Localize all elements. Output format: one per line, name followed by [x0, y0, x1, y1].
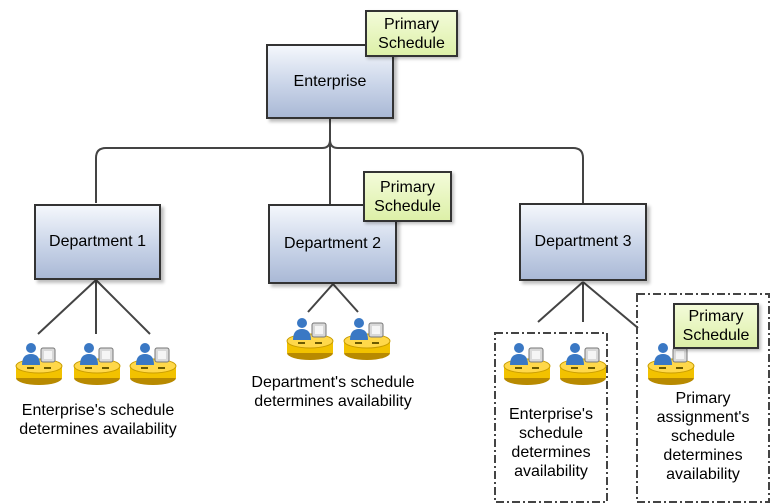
- enterprise-label: Enterprise: [293, 72, 367, 90]
- dept3-primary-caption: Primary assignment's schedule determines…: [656, 390, 750, 483]
- worker-icon: [72, 338, 122, 386]
- dept2-caption: Department's schedule determines availab…: [251, 374, 415, 410]
- tag-label: Primary Schedule: [374, 178, 441, 215]
- connector-dept2-workers: [307, 283, 359, 313]
- dept3-group-border: [494, 332, 608, 503]
- department-2-primary-schedule-tag: Primary Schedule: [363, 171, 452, 222]
- tag-label: Primary Schedule: [682, 308, 750, 344]
- worker-icon: [558, 338, 608, 386]
- dept3-group-caption: Enterprise's schedule determines availab…: [509, 406, 593, 480]
- department-3-node: Department 3: [519, 203, 647, 281]
- dept3-primary-schedule-tag: Primary Schedule: [673, 303, 759, 349]
- enterprise-primary-schedule-tag: Primary Schedule: [365, 10, 458, 57]
- dept3-primary-border: [636, 293, 770, 503]
- connector-dept1: [95, 118, 331, 203]
- worker-icon: [502, 338, 552, 386]
- connector-dept3: [329, 139, 584, 203]
- department-1-label: Department 1: [49, 233, 146, 250]
- dept1-caption: Enterprise's schedule determines availab…: [19, 402, 177, 438]
- tag-label: Primary Schedule: [378, 15, 445, 52]
- worker-icon: [646, 338, 696, 386]
- worker-icon: [128, 338, 178, 386]
- worker-icon: [14, 338, 64, 386]
- worker-icon: [342, 313, 392, 361]
- department-2-label: Department 2: [284, 235, 381, 252]
- connector-dept1-workers: [37, 279, 151, 335]
- department-3-label: Department 3: [534, 233, 632, 250]
- connector-dept3-workers: [537, 281, 639, 329]
- department-1-node: Department 1: [34, 204, 161, 280]
- worker-icon: [285, 313, 335, 361]
